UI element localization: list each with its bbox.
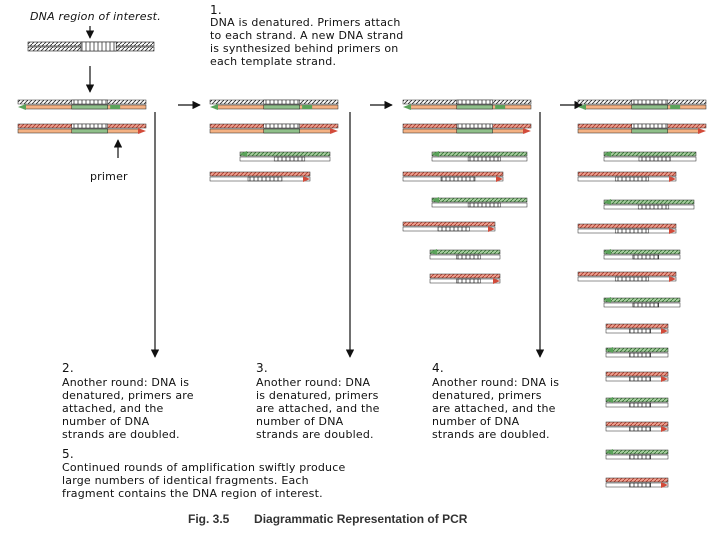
step3-line: number of DNA: [256, 415, 344, 428]
col3-fragment: [402, 221, 496, 232]
step3-line: Another round: DNA: [256, 376, 371, 389]
col4-fragment: [603, 199, 695, 210]
step3-line: is denatured, primers: [256, 389, 379, 402]
flow-arrows: [85, 26, 583, 358]
primer-label: primer: [90, 170, 128, 183]
step4-line: denatured, primers: [432, 389, 542, 402]
step3-line: are attached, and the: [256, 402, 380, 415]
step3-number: 3.: [256, 361, 268, 375]
step2-line: attached, and the: [62, 402, 164, 415]
col4-fragment: [577, 223, 677, 234]
region-of-interest-label: DNA region of interest.: [30, 10, 161, 23]
col4-fragment: [605, 371, 669, 382]
col3-fragment: [431, 151, 528, 162]
col2-strand: [209, 99, 339, 110]
col3-fragment: [429, 273, 501, 284]
col4-fragment: [577, 171, 677, 182]
col4-fragment: [605, 397, 669, 408]
step5-line: fragment contains the DNA region of inte…: [62, 487, 323, 500]
col3-fragment: [402, 171, 504, 182]
col4-fragment: [605, 449, 669, 460]
step2-line: number of DNA: [62, 415, 150, 428]
col4-fragment: [603, 249, 681, 260]
dna-region-of-interest: [27, 41, 155, 52]
col4-fragment: [605, 323, 669, 334]
step1-strand-bottom: [17, 123, 147, 134]
figure-caption: Fig. 3.5 Diagrammatic Representation of …: [188, 512, 467, 526]
step1-line: to each strand. A new DNA strand: [210, 29, 404, 42]
col4-strand: [577, 123, 707, 134]
col4-fragment: [605, 421, 669, 432]
col3-strand: [402, 123, 532, 134]
step5-line: Continued rounds of amplification swiftl…: [62, 461, 346, 474]
step5-number: 5.: [62, 447, 74, 461]
col3-fragment: [429, 249, 501, 260]
col3-fragment: [431, 197, 528, 208]
step4-line: are attached, and the: [432, 402, 556, 415]
step2-line: denatured, primers are: [62, 389, 194, 402]
col2-fragment: [239, 151, 331, 162]
step4-number: 4.: [432, 361, 444, 375]
figure-title: Diagrammatic Representation of PCR: [254, 512, 468, 526]
step1-number: 1.: [210, 3, 222, 17]
col2-fragment: [209, 171, 311, 182]
step1-line: each template strand.: [210, 55, 337, 68]
col2-strand: [209, 123, 339, 134]
step1-line: DNA is denatured. Primers attach: [210, 16, 401, 29]
step2-number: 2.: [62, 361, 74, 375]
col4-fragment: [605, 477, 669, 488]
step5-line: large numbers of identical fragments. Ea…: [62, 474, 309, 487]
step2-line: Another round: DNA is: [62, 376, 190, 389]
col4-fragment: [577, 271, 677, 282]
step4-line: number of DNA: [432, 415, 520, 428]
col4-strand: [577, 99, 707, 110]
col4-fragment: [605, 347, 669, 358]
step4-line: Another round: DNA is: [432, 376, 560, 389]
col3-strand: [402, 99, 532, 110]
step2-line: strands are doubled.: [62, 428, 180, 441]
figure-number: Fig. 3.5: [188, 512, 230, 526]
step3-line: strands are doubled.: [256, 428, 374, 441]
col4-fragment: [603, 297, 681, 308]
step1-strand-top: [17, 99, 147, 110]
step4-line: strands are doubled.: [432, 428, 550, 441]
step1-line: is synthesized behind primers on: [210, 42, 399, 55]
col4-fragment: [603, 151, 697, 162]
dna-strands: [17, 41, 707, 488]
